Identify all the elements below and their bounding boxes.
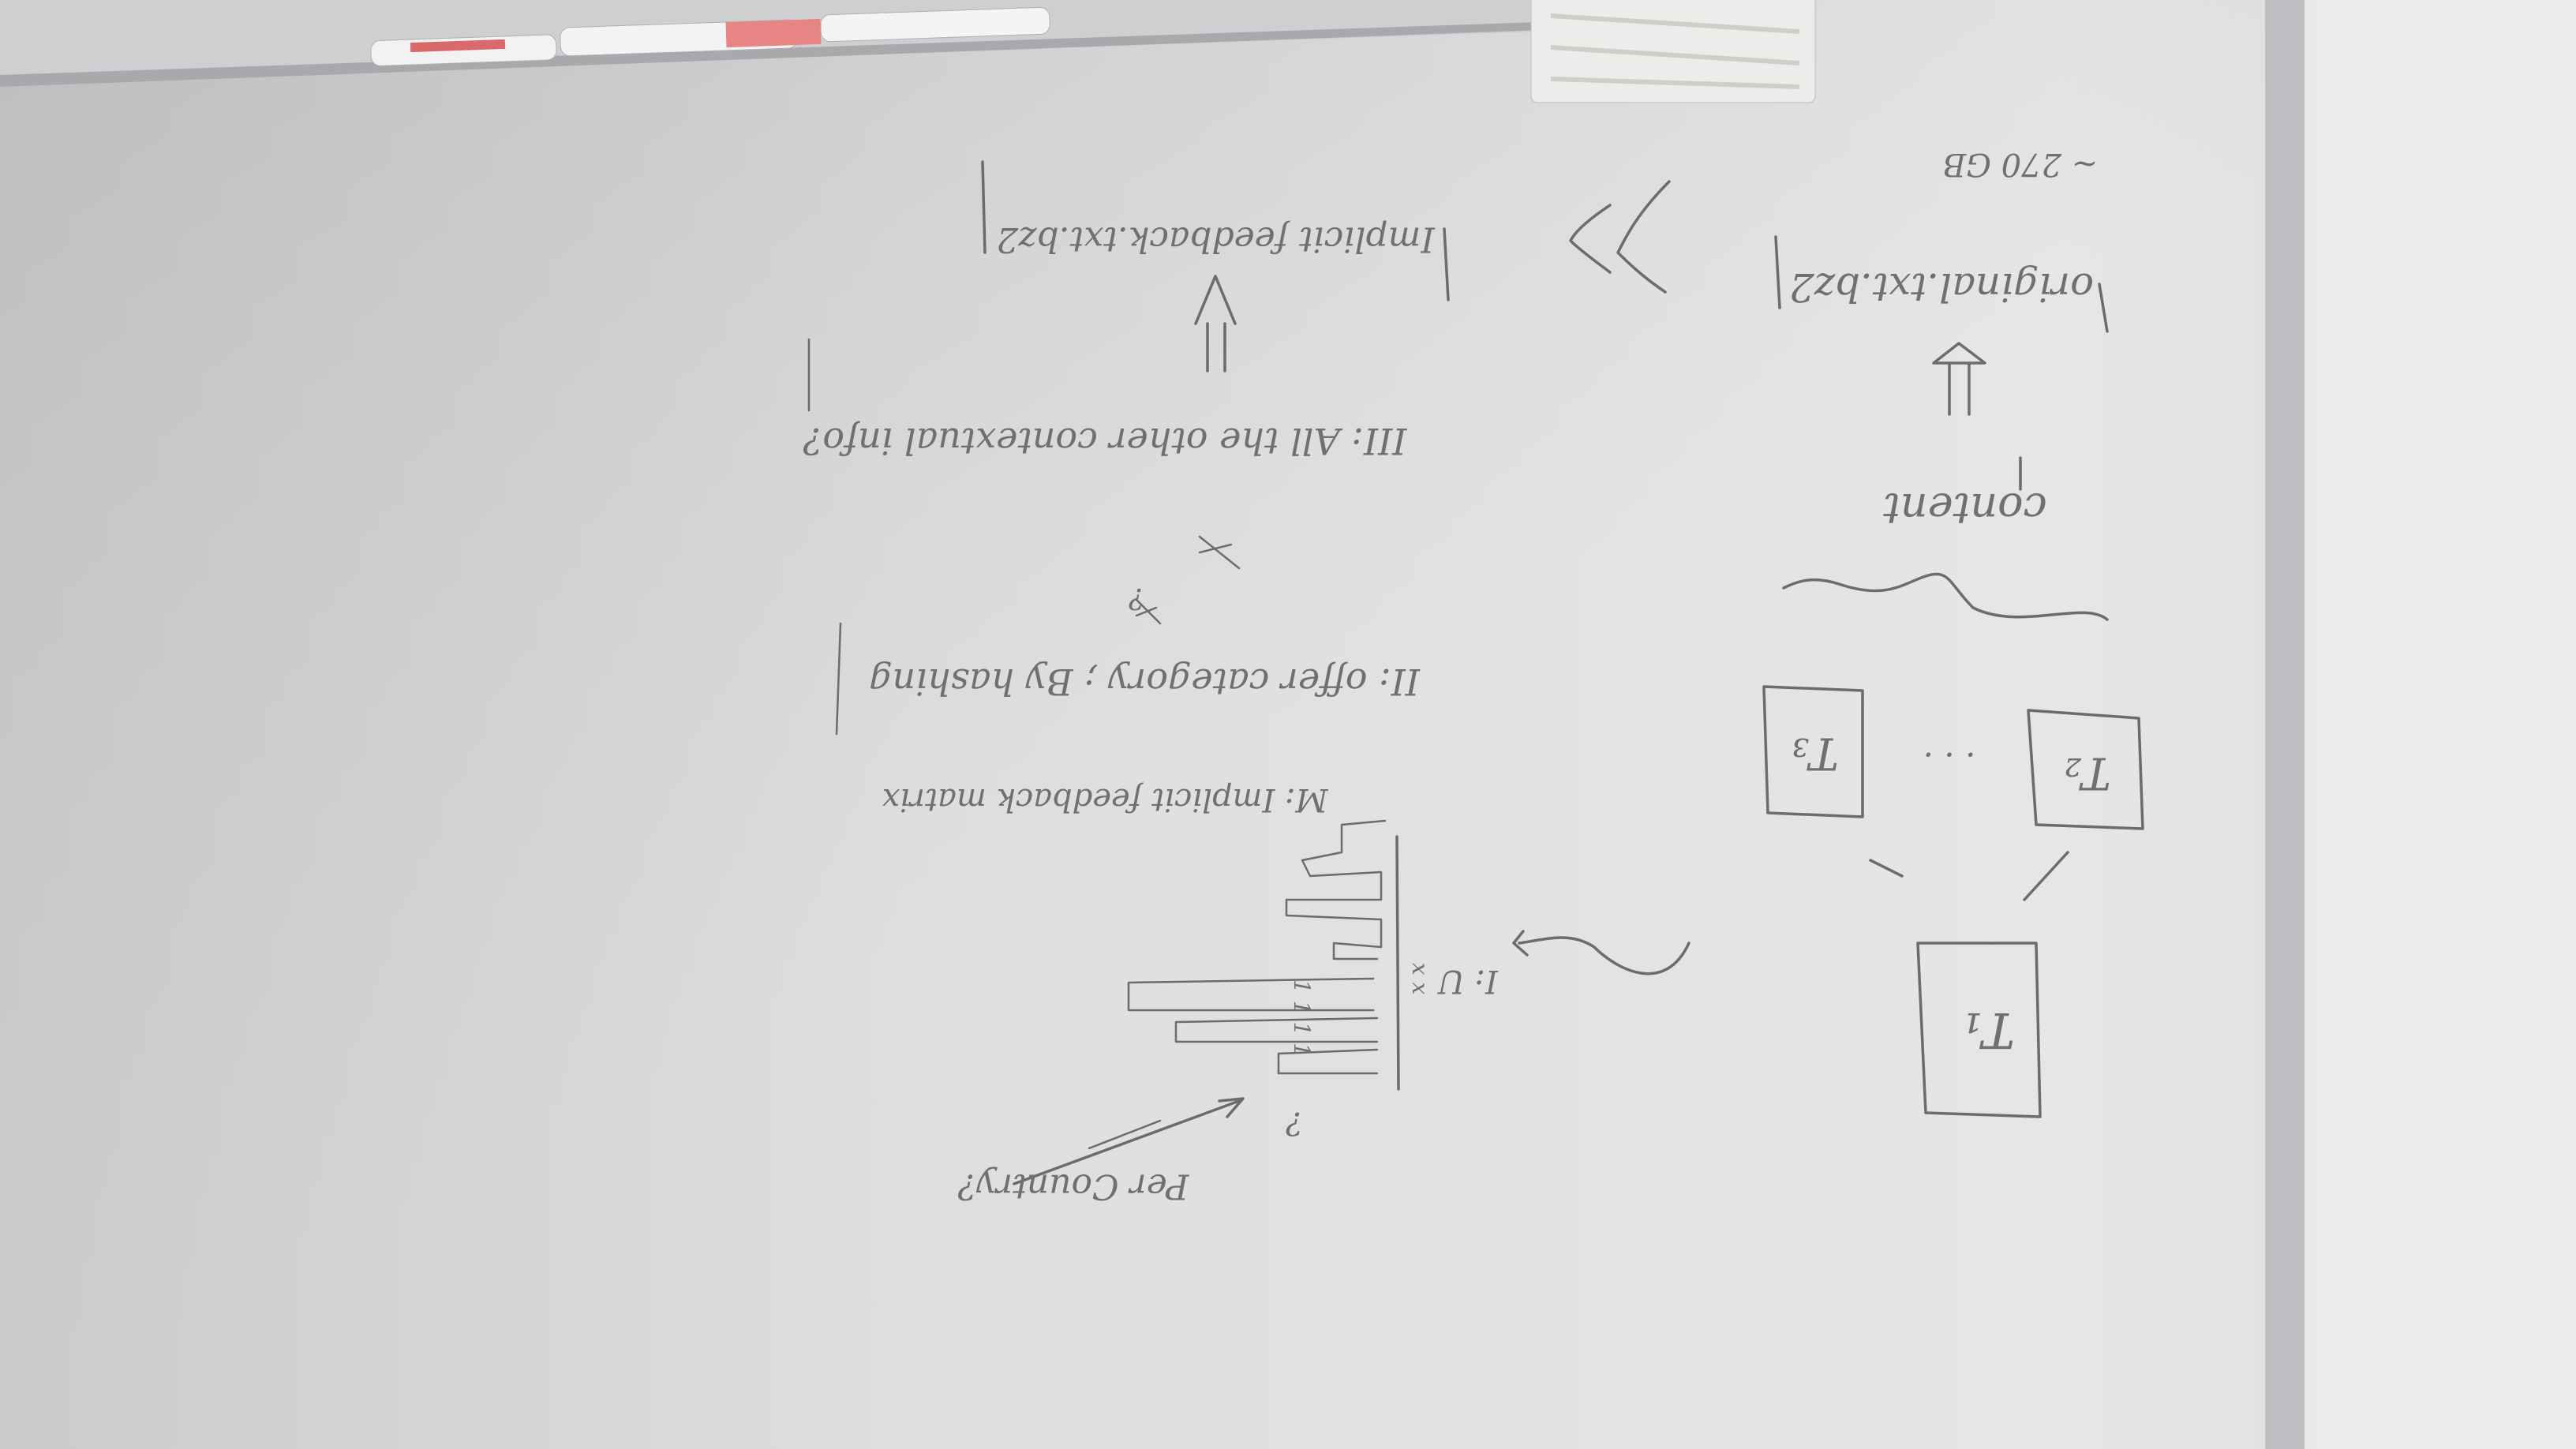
label-original-box: original.txt.bz2 bbox=[1789, 264, 2094, 310]
matrix-sketch: 1 1 1 1 x x bbox=[1127, 819, 1433, 1091]
box-t2: T₂ bbox=[2027, 709, 2144, 830]
label-implicit-box: Implicit feedback.txt.bz2 bbox=[996, 219, 1436, 260]
label-item2: II: offer category ; By hashing bbox=[869, 661, 1421, 703]
label-ones: 1 1 1 1 bbox=[1289, 979, 1315, 1057]
label-item1: I: U bbox=[1437, 963, 1499, 999]
label-t1: T₁ bbox=[1963, 1002, 2015, 1059]
label-q2: ? bbox=[1129, 582, 1144, 614]
whiteboard-drawing: T₁ T₂ . . . T₃ content original.txt.bz2 … bbox=[803, 146, 2144, 1207]
label-size: ~ 270 GB bbox=[1943, 146, 2099, 182]
chevron-mark bbox=[1569, 180, 1671, 294]
marker bbox=[820, 6, 1050, 43]
box-t3: T₃ bbox=[1762, 685, 1864, 818]
implicit-box: Implicit feedback.txt.bz2 bbox=[981, 160, 1450, 301]
label-dots: . . . bbox=[1923, 745, 1976, 784]
label-item3: III: All the other contextual info? bbox=[803, 420, 1407, 462]
label-content: content bbox=[1883, 484, 2047, 534]
diagonal-arrow bbox=[1013, 1099, 1241, 1185]
label-t2: T₂ bbox=[2064, 747, 2111, 799]
brace bbox=[1782, 572, 2109, 621]
arrow-implicit bbox=[1194, 275, 1237, 373]
eraser bbox=[1530, 0, 1816, 103]
marker-tray bbox=[0, 0, 1547, 87]
label-xs: x x bbox=[1407, 963, 1433, 995]
label-matrix: M: Implicit feedback matrix bbox=[882, 781, 1329, 818]
marker bbox=[410, 39, 506, 53]
squiggle-arrow bbox=[1518, 936, 1690, 975]
label-q1: ? bbox=[1286, 1105, 1303, 1141]
label-per-country: Per Country? bbox=[957, 1166, 1189, 1207]
whiteboard-frame bbox=[2265, 0, 2305, 1449]
label-t3: T₃ bbox=[1792, 728, 1839, 779]
original-box: original.txt.bz2 bbox=[1774, 235, 2109, 333]
box-t1: T₁ bbox=[1916, 942, 2042, 1118]
double-arrow bbox=[1932, 342, 1986, 416]
